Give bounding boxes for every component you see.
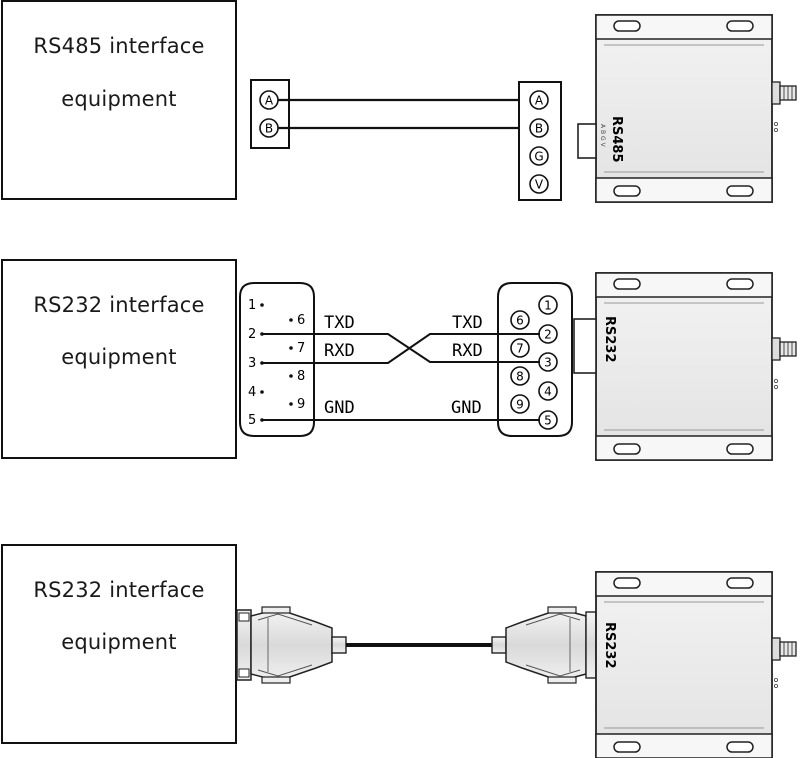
rxd-label-left: RXD xyxy=(324,341,355,361)
txd-label-left: TXD xyxy=(324,313,355,333)
rs485-device-label: RS485 xyxy=(609,116,624,163)
pin-label: 1 xyxy=(248,298,256,313)
terminal-label: V xyxy=(535,178,544,192)
rs485-left-terminal-a: A xyxy=(259,90,279,110)
rs232-device: RS232 xyxy=(573,272,797,461)
rs232-right-pins-row2: 6 7 8 9 xyxy=(510,310,530,414)
equipment-label-line1: RS485 interface xyxy=(33,34,205,58)
antenna-connector-icon xyxy=(771,637,797,661)
equipment-label-line1: RS232 interface xyxy=(33,578,205,602)
pin-label: 5 xyxy=(248,413,256,428)
pin-label: 2 xyxy=(544,328,552,342)
pin-label: 6 xyxy=(297,313,305,328)
equipment-label-line1: RS232 interface xyxy=(33,293,205,317)
pin-label: 7 xyxy=(516,342,524,356)
pin-label: 9 xyxy=(516,398,524,412)
rxd-label-right: RXD xyxy=(452,341,483,361)
rs232-device-label: RS232 xyxy=(602,316,617,363)
terminal-label: B xyxy=(265,122,273,136)
pin-label: 4 xyxy=(248,385,256,400)
pin-label: 5 xyxy=(544,414,552,428)
equipment-label-line2: equipment xyxy=(61,345,177,369)
rs485-right-terminal-v: V xyxy=(529,174,549,194)
equipment-label-line2: equipment xyxy=(61,87,177,111)
pin-label: 3 xyxy=(248,356,256,371)
pin-label: 7 xyxy=(297,341,305,356)
rs232-right-pins-row1: 1 2 3 4 5 xyxy=(538,295,558,430)
rs485-right-terminal-b: B xyxy=(529,118,549,138)
terminal-label: A xyxy=(265,94,274,108)
rs232-wire-rxd xyxy=(262,333,540,364)
gnd-label-right: GND xyxy=(451,398,482,418)
pin-label: 3 xyxy=(544,356,552,370)
terminal-label: B xyxy=(535,122,543,136)
pin-label: 6 xyxy=(516,314,524,328)
pin-label: 1 xyxy=(544,299,552,313)
rs232-left-pins-row2: 6 7 8 9 xyxy=(289,313,305,412)
rs232-cable-device-label: RS232 xyxy=(602,622,617,669)
terminal-label: G xyxy=(534,150,543,164)
terminal-label: A xyxy=(535,94,544,108)
pin-label: 8 xyxy=(516,370,524,384)
equipment-label-line2: equipment xyxy=(61,630,177,654)
rs485-right-terminal-a: A xyxy=(529,90,549,110)
rs485-left-terminal-b: B xyxy=(259,118,279,138)
antenna-connector-icon xyxy=(771,337,797,361)
pin-label: 2 xyxy=(248,327,256,342)
pin-label: 4 xyxy=(544,385,552,399)
rs232-cable-equipment-box: RS232 interface equipment xyxy=(1,544,237,744)
gnd-label-left: GND xyxy=(324,398,355,418)
rs232-signal-labels: TXD RXD GND TXD RXD GND xyxy=(324,313,483,418)
rs485-device: RS485 A B G V xyxy=(577,14,797,203)
right-db9-plug-icon xyxy=(491,606,597,684)
rs232-right-db9-connector xyxy=(497,282,573,437)
rs232-left-db9-connector xyxy=(239,282,315,437)
rs232-cable-device: RS232 xyxy=(595,571,797,758)
pin-label: 8 xyxy=(297,369,305,384)
rs485-left-terminal-block xyxy=(250,79,290,149)
rs485-right-terminal-g: G xyxy=(529,146,549,166)
rs485-equipment-box: RS485 interface equipment xyxy=(1,0,237,200)
rs232-equipment-box: RS232 interface equipment xyxy=(1,259,237,459)
rs232-cable-section: RS232 xyxy=(236,571,797,758)
pin-label: 9 xyxy=(297,397,305,412)
txd-label-right: TXD xyxy=(452,313,483,333)
rs485-device-sublabel: A B G V xyxy=(599,124,606,148)
left-db9-plug-icon xyxy=(236,606,347,684)
antenna-connector-icon xyxy=(771,81,797,105)
rs485-section: A B A B G V xyxy=(250,14,797,203)
rs232-section: 1 2 3 4 5 6 7 8 9 1 2 xyxy=(239,272,797,461)
